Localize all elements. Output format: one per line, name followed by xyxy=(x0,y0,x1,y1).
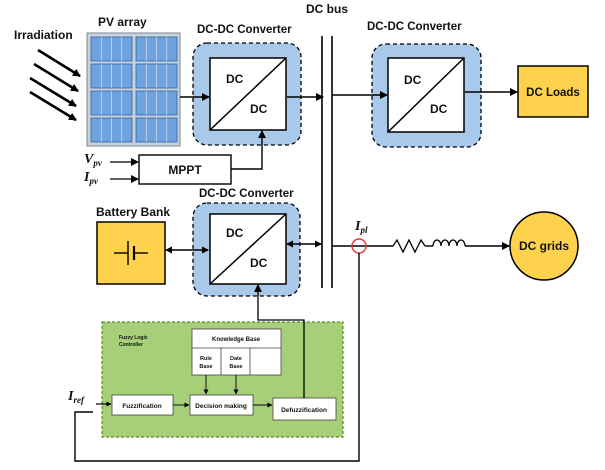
resistor-symbol xyxy=(392,238,426,254)
inductor-symbol xyxy=(432,239,466,247)
converter-1-title: DC-DC Converter xyxy=(197,24,292,36)
dc-loads-block: DC Loads xyxy=(517,65,589,118)
fuzzification-label: Fuzzification xyxy=(122,403,161,410)
irradiation-arrows xyxy=(29,48,81,122)
ipl-label: Ipl xyxy=(354,219,368,235)
converter-3-dc-out: DC xyxy=(250,256,268,270)
dc-grids-node: DC grids xyxy=(509,211,579,281)
converter-2-dc-in: DC xyxy=(404,73,422,87)
ipv-label: Ipv xyxy=(83,170,99,186)
dc-loads-label: DC Loads xyxy=(526,87,580,99)
dc-grids-label: DC grids xyxy=(519,239,569,253)
defuzzification-label: Defuzzification xyxy=(281,407,327,414)
flc-title-line2: Controller xyxy=(119,342,143,348)
pv-array-label: PV array xyxy=(98,15,147,29)
battery-dc-dc-converter: DC DC xyxy=(192,202,301,297)
flc-title-line1: Fuzzy Logic xyxy=(119,335,148,341)
ipl-feedback-line xyxy=(74,253,360,462)
vpv-label: Vpv xyxy=(84,152,103,168)
converter-3-dc-in: DC xyxy=(226,226,244,240)
converter-3-title: DC-DC Converter xyxy=(199,188,294,200)
mppt-control-arrow xyxy=(231,130,266,170)
date-base-label-1: Date xyxy=(230,356,242,362)
pv-array-panel xyxy=(86,32,181,147)
fuzzy-logic-controller: Fuzzy Logic Controller Knowledge Base Ru… xyxy=(101,321,344,438)
battery-bank-block xyxy=(96,221,166,285)
pv-dc-dc-converter: DC DC xyxy=(192,42,302,146)
rule-base-label-2: Base xyxy=(199,364,212,370)
converter-1-dc-out: DC xyxy=(250,102,268,116)
converter-2-title: DC-DC Converter xyxy=(367,21,462,33)
date-base-label-2: Base xyxy=(229,364,242,370)
decision-making-label: Decision making xyxy=(195,403,247,410)
rule-base-label-1: Rule xyxy=(200,356,212,362)
iref-label: Iref xyxy=(67,389,85,405)
converter-2-dc-out: DC xyxy=(430,102,448,116)
battery-icon xyxy=(114,241,148,265)
mppt-block: MPPT xyxy=(138,154,232,185)
flc-control-arrow xyxy=(254,284,305,398)
converter-1-dc-in: DC xyxy=(226,72,244,86)
battery-bank-label: Battery Bank xyxy=(96,205,170,219)
dc-bus xyxy=(321,36,333,288)
knowledge-base-box xyxy=(191,328,282,376)
load-dc-dc-converter: DC DC xyxy=(371,43,482,148)
irradiation-label: Irradiation xyxy=(14,28,73,42)
mppt-label: MPPT xyxy=(168,163,202,177)
knowledge-base-label: Knowledge Base xyxy=(212,337,261,343)
dc-bus-label: DC bus xyxy=(306,2,348,16)
